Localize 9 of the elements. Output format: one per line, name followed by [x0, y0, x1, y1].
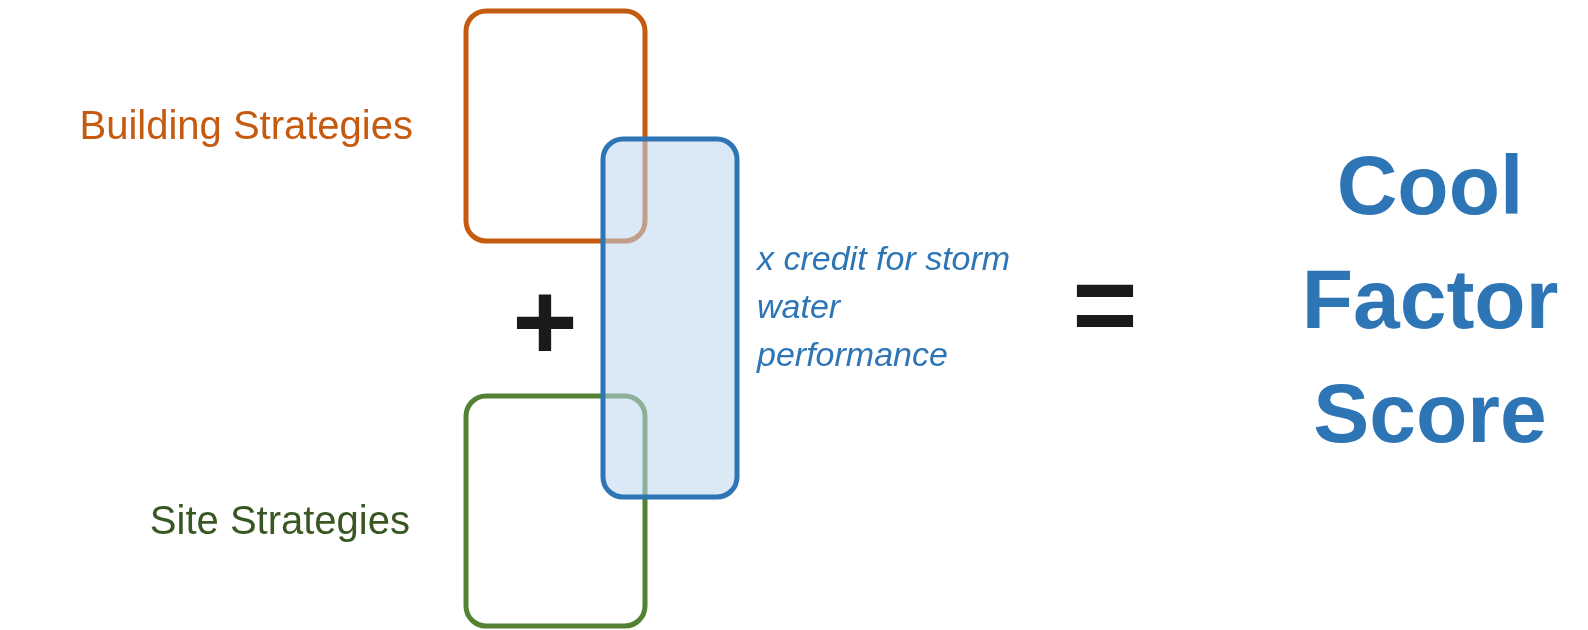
result-label: Cool Factor Score — [1300, 137, 1560, 462]
plus-sign: + — [511, 262, 579, 382]
strategy-label: Site Strategies — [148, 497, 410, 544]
rounded-box — [603, 139, 737, 497]
strategy-label: Building Strategies — [78, 102, 413, 149]
rounded-box — [466, 396, 645, 626]
equals-sign: = — [1071, 245, 1139, 365]
rounded-box — [466, 11, 645, 241]
strategy-label: x credit for storm water performance — [757, 238, 1012, 375]
